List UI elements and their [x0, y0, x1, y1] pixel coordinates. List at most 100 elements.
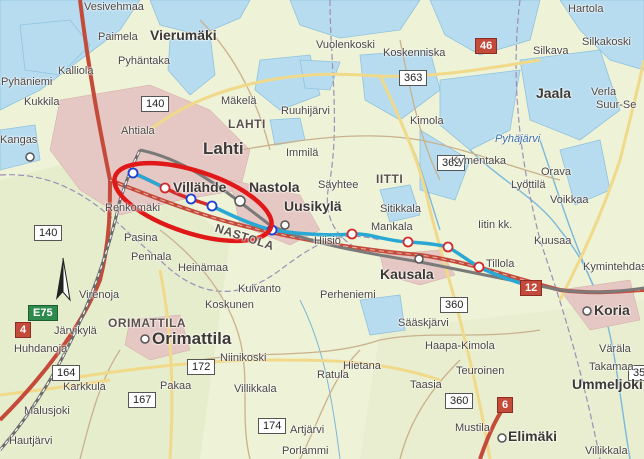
place-label[interactable]: Porlammi	[282, 445, 329, 457]
place-label[interactable]: Koskenniska	[383, 47, 446, 59]
place-label[interactable]: Hiisiö	[314, 235, 341, 247]
place-label[interactable]: Pasina	[124, 232, 158, 244]
road-shield: 4	[15, 322, 32, 338]
station-marker-icon[interactable]	[185, 193, 197, 205]
place-label[interactable]: Takamaa	[589, 361, 634, 373]
place-label[interactable]: Silkava	[533, 45, 569, 57]
place-label[interactable]: Väräla	[599, 343, 631, 355]
region-label: ORIMATTILA	[108, 316, 187, 330]
place-label[interactable]: Pyhäntaka	[118, 55, 170, 67]
place-label[interactable]: Pennala	[131, 251, 172, 263]
place-label[interactable]: Kangas	[0, 134, 38, 146]
highlight-ellipse	[112, 160, 274, 244]
place-label[interactable]: Kausala	[380, 266, 434, 282]
place-label[interactable]: Koria	[594, 302, 630, 318]
place-label[interactable]: Huhdanoja	[14, 343, 68, 355]
road-shield: 140	[141, 96, 170, 112]
place-label[interactable]: Uusikylä	[284, 198, 342, 214]
place-label[interactable]: Villikkala	[234, 383, 277, 395]
place-label[interactable]: Voikkaa	[550, 194, 589, 206]
place-label[interactable]: Artjärvi	[290, 424, 325, 436]
road-4-north	[78, 0, 112, 181]
place-label[interactable]: Suur-Se	[596, 99, 637, 111]
place-label[interactable]: Vierumäki	[150, 27, 217, 43]
place-label[interactable]: Lahti	[203, 139, 244, 158]
road-shield: 35	[628, 365, 644, 381]
land-zone	[360, 300, 644, 459]
place-label[interactable]: Paimela	[98, 31, 138, 43]
place-label[interactable]: Jaala	[536, 85, 572, 101]
place-label[interactable]: Renkomäki	[105, 202, 161, 214]
station-marker-icon[interactable]	[346, 228, 358, 240]
urban-lahti	[49, 84, 251, 216]
place-label[interactable]: Kalliola	[58, 65, 94, 77]
place-label[interactable]: Tillola	[486, 258, 515, 270]
station-marker-icon[interactable]	[402, 236, 414, 248]
place-label[interactable]: Niinikoski	[220, 352, 267, 364]
road-shield: E75	[28, 305, 58, 321]
place-label[interactable]: Sääskjärvi	[398, 317, 449, 329]
place-label[interactable]: Lyöttilä	[511, 179, 546, 191]
north-arrow-icon	[56, 257, 71, 302]
place-label[interactable]: Nastola	[249, 179, 300, 195]
place-label[interactable]: Virenoja	[79, 289, 120, 301]
place-label[interactable]: Kukkila	[24, 96, 60, 108]
place-label[interactable]: Silkakoski	[582, 36, 631, 48]
place-label[interactable]: Verla	[591, 86, 617, 98]
place-label[interactable]: Säyhtee	[318, 179, 359, 191]
place-label[interactable]: Hautjärvi	[9, 435, 53, 447]
road-shield: 140	[34, 225, 63, 241]
place-label[interactable]: Villikkala	[585, 445, 628, 457]
town-dots	[25, 152, 592, 443]
road-e75	[0, 179, 112, 422]
place-label[interactable]: Kymintehdas	[583, 261, 644, 273]
place-label[interactable]: Mankala	[371, 221, 413, 233]
place-label[interactable]: Immilä	[286, 147, 319, 159]
place-label[interactable]: Kuivanto	[238, 283, 281, 295]
place-label[interactable]: Vuolenkoski	[316, 39, 375, 51]
place-label[interactable]: Järvikylä	[54, 325, 97, 337]
station-marker-icon[interactable]	[442, 241, 454, 253]
place-label[interactable]: Perheniemi	[320, 289, 376, 301]
place-label[interactable]: Ratula	[317, 369, 349, 381]
place-label[interactable]: Villähde	[173, 179, 227, 195]
road-shield: 363	[399, 70, 428, 86]
place-label[interactable]: Sitikkala	[380, 203, 421, 215]
station-marker-icon[interactable]	[127, 167, 139, 179]
place-label[interactable]: Taasia	[410, 379, 442, 391]
place-label[interactable]: Kimola	[410, 115, 444, 127]
station-marker-icon[interactable]	[206, 200, 218, 212]
place-label[interactable]: Hartola	[568, 3, 604, 15]
place-label[interactable]: Teuroinen	[456, 365, 505, 377]
road-shield: 6	[497, 397, 514, 413]
road-shield: 174	[258, 418, 287, 434]
place-label[interactable]: Ummeljoki	[572, 376, 643, 392]
place-label[interactable]: Orimattila	[152, 329, 232, 348]
place-label[interactable]: Karkkula	[63, 381, 106, 393]
place-label[interactable]: Kuusaa	[534, 235, 572, 247]
region-label: LAHTI	[228, 117, 266, 131]
place-label[interactable]: Orava	[541, 166, 571, 178]
place-label[interactable]: Iitin kk.	[478, 219, 513, 231]
place-label[interactable]: Hietana	[343, 360, 381, 372]
place-label[interactable]: Haapa-Kimola	[425, 340, 495, 352]
place-label[interactable]: Heinämaa	[178, 262, 229, 274]
minor-roads	[79, 19, 561, 459]
region-label: IITTI	[376, 172, 404, 186]
place-label[interactable]: Elimäki	[508, 428, 558, 444]
station-marker-icon[interactable]	[473, 261, 485, 273]
place-label[interactable]: Ahtiala	[121, 125, 155, 137]
place-label[interactable]: Koskunen	[205, 299, 254, 311]
place-label[interactable]: Kymentaka	[451, 155, 507, 167]
place-label[interactable]: Mustila	[455, 422, 490, 434]
road-shield: 12	[520, 280, 543, 296]
place-label[interactable]: Pakaa	[160, 380, 192, 392]
place-label[interactable]: Vesivehmaa	[84, 1, 144, 13]
place-label[interactable]: Pyhäniemi	[1, 76, 53, 88]
station-marker-icon[interactable]	[159, 182, 171, 194]
place-label[interactable]: Malusjoki	[24, 405, 70, 417]
place-label[interactable]: Ruuhijärvi	[281, 105, 330, 117]
place-label[interactable]: Mäkelä	[221, 95, 257, 107]
